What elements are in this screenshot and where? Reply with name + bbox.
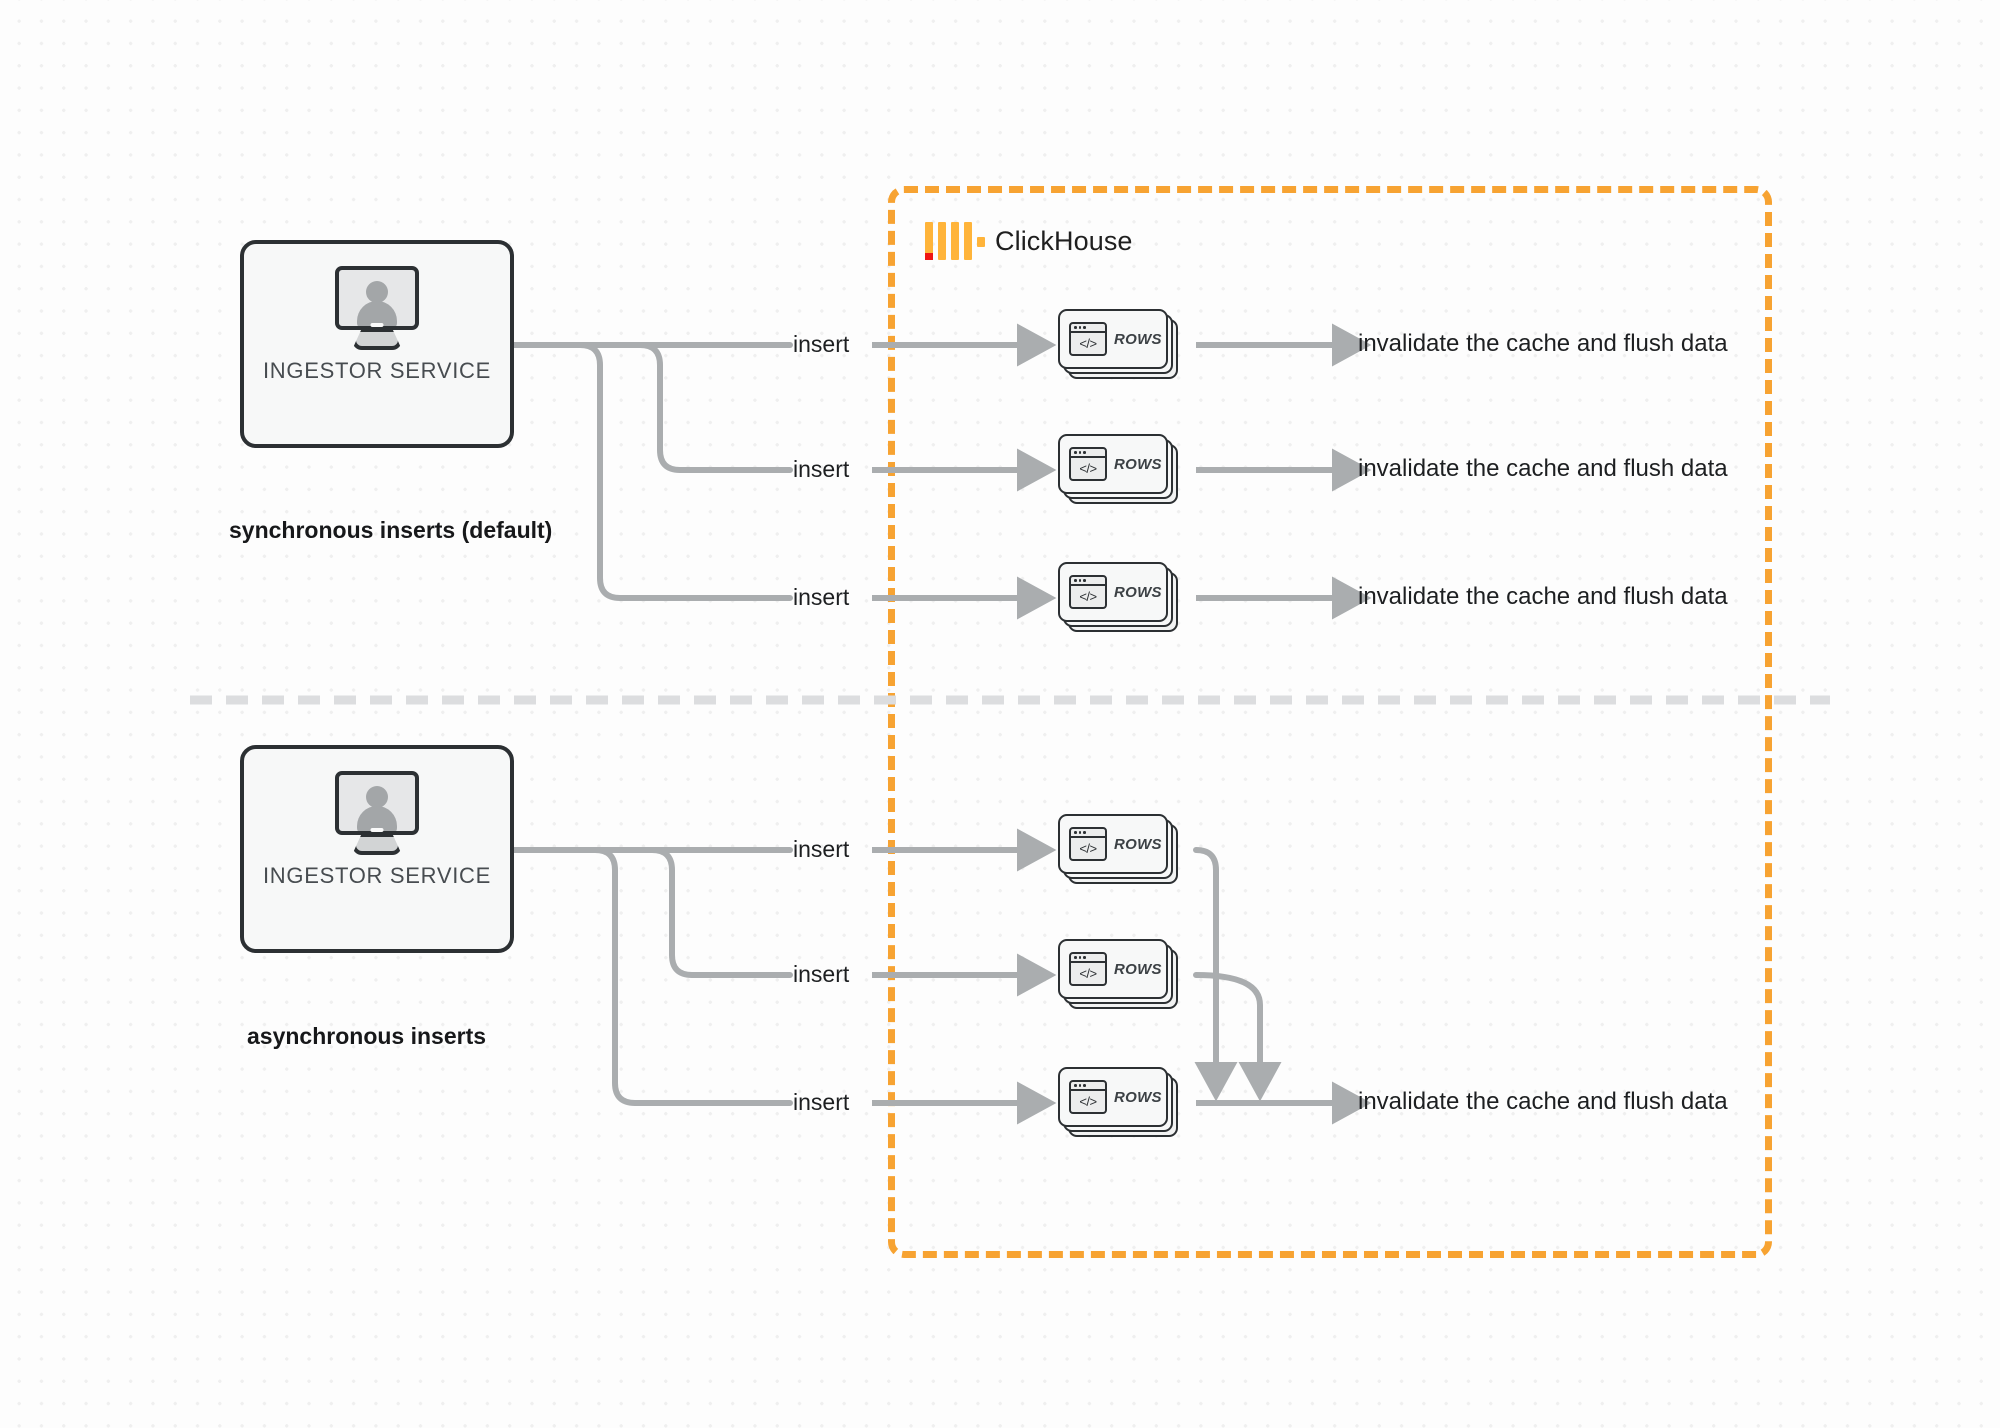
clickhouse-logo-icon xyxy=(925,222,985,260)
rows-card-label: ROWS xyxy=(1114,1088,1162,1106)
ingestor-service-sync[interactable]: INGESTOR SERVICE xyxy=(240,240,514,448)
insert-label-async-2: insert xyxy=(793,961,850,987)
ingestor-service-label: INGESTOR SERVICE xyxy=(263,358,491,383)
code-window-icon: </> xyxy=(1069,447,1107,481)
rows-card-sync-2[interactable]: </> ROWS xyxy=(1058,434,1180,506)
code-window-icon: </> xyxy=(1069,1080,1107,1114)
ingestor-service-label: INGESTOR SERVICE xyxy=(263,863,491,888)
rows-card-label: ROWS xyxy=(1114,583,1162,601)
outcome-label-sync-1: invalidate the cache and flush data xyxy=(1358,330,1728,357)
section-caption-async: asynchronous inserts xyxy=(247,1023,487,1049)
rows-card-label: ROWS xyxy=(1114,455,1162,473)
rows-card-label: ROWS xyxy=(1114,960,1162,978)
clickhouse-name: ClickHouse xyxy=(995,225,1133,256)
monitor-user-icon xyxy=(331,771,423,857)
code-window-icon: </> xyxy=(1069,575,1107,609)
clickhouse-brand: ClickHouse xyxy=(925,222,1133,260)
insert-label-async-1: insert xyxy=(793,836,850,862)
code-window-icon: </> xyxy=(1069,952,1107,986)
ingestor-service-async[interactable]: INGESTOR SERVICE xyxy=(240,745,514,953)
rows-card-async-2[interactable]: </> ROWS xyxy=(1058,939,1180,1011)
insert-label-async-3: insert xyxy=(793,1089,850,1115)
rows-card-sync-1[interactable]: </> ROWS xyxy=(1058,309,1180,381)
section-caption-sync: synchronous inserts (default) xyxy=(229,517,553,543)
insert-label-sync-1: insert xyxy=(793,331,850,357)
outcome-label-sync-3: invalidate the cache and flush data xyxy=(1358,583,1728,610)
outcome-label-sync-2: invalidate the cache and flush data xyxy=(1358,455,1728,482)
code-window-icon: </> xyxy=(1069,827,1107,861)
rows-card-label: ROWS xyxy=(1114,835,1162,853)
outcome-label-async: invalidate the cache and flush data xyxy=(1358,1088,1728,1115)
monitor-user-icon xyxy=(331,266,423,352)
rows-card-label: ROWS xyxy=(1114,330,1162,348)
code-window-icon: </> xyxy=(1069,322,1107,356)
rows-card-sync-3[interactable]: </> ROWS xyxy=(1058,562,1180,634)
rows-card-async-1[interactable]: </> ROWS xyxy=(1058,814,1180,886)
insert-label-sync-3: insert xyxy=(793,584,850,610)
clickhouse-boundary xyxy=(888,186,1772,1258)
rows-card-async-3[interactable]: </> ROWS xyxy=(1058,1067,1180,1139)
insert-label-sync-2: insert xyxy=(793,456,850,482)
